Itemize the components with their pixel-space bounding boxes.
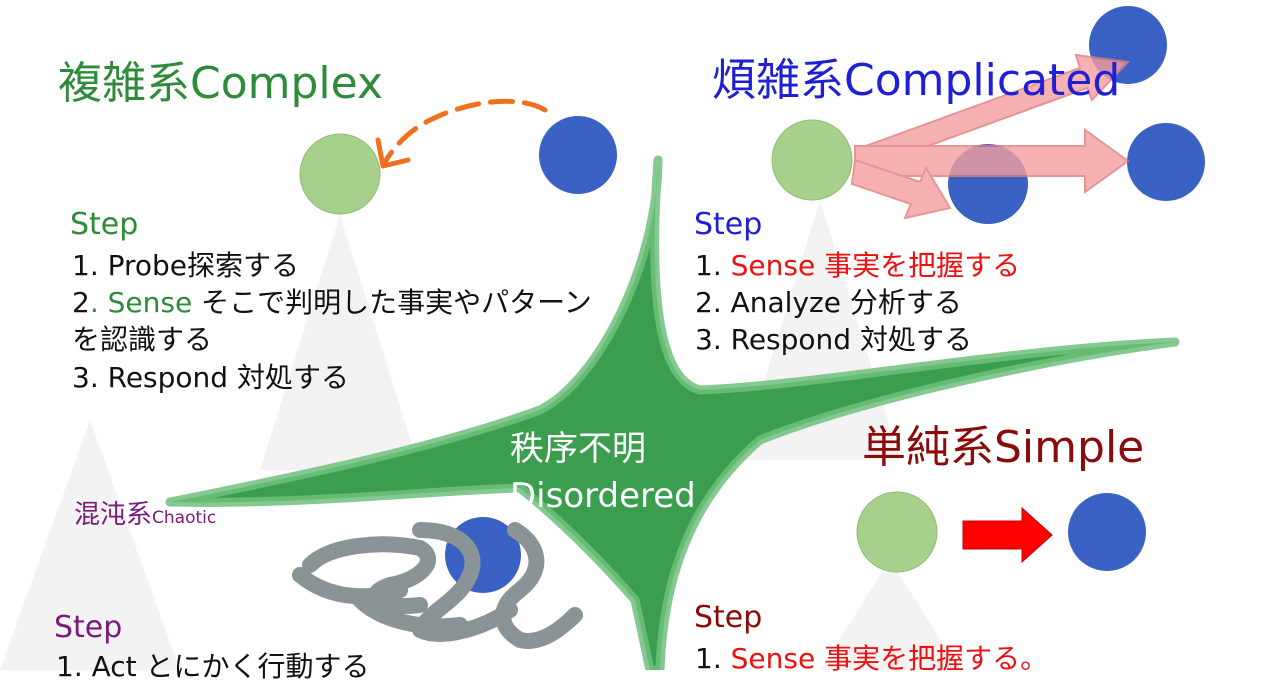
complicated-step-1-num: 1. xyxy=(695,249,731,282)
complex-step-2-rest: そこで判明した事実やパターン xyxy=(192,286,592,319)
disordered-label-en: Disordered xyxy=(510,476,696,516)
diagram-graphics xyxy=(0,6,1205,670)
complicated-title: 煩雑系Complicated xyxy=(712,55,1121,106)
simple-title: 単純系Simple xyxy=(862,422,1145,473)
disordered-label-jp: 秩序不明 xyxy=(510,429,646,469)
complex-green-circle xyxy=(299,133,381,215)
simple-step-1: 1. Sense 事実を把握する。 xyxy=(695,640,1048,677)
complex-step-2-num: 2 xyxy=(72,286,90,319)
complicated-step-1-key: Sense 事実を把握する xyxy=(730,249,1021,282)
chaotic-step-1: 1. Act とにかく行動する xyxy=(56,650,370,683)
complicated-green-circle xyxy=(771,119,853,201)
complex-arrow-head xyxy=(375,137,411,169)
complicated-step-label: Step xyxy=(694,207,763,242)
scribble-stroke-5 xyxy=(352,592,468,635)
simple-blue-circle xyxy=(1068,493,1146,571)
simple-green-circle xyxy=(856,491,938,573)
bg-triangle-4 xyxy=(820,560,960,670)
complex-step-2: 2. Sense そこで判明した事実やパターン xyxy=(72,284,592,321)
complicated-step-3: 3. Respond 対処する xyxy=(695,323,972,356)
complex-step-2-dot: . xyxy=(89,286,99,319)
chaotic-title-en: Chaotic xyxy=(152,508,217,528)
simple-step-label: Step xyxy=(694,600,763,635)
complicated-blue-circle-right xyxy=(1127,123,1205,201)
chaotic-step-label: Step xyxy=(54,610,123,645)
bg-triangle-1 xyxy=(260,215,420,470)
complicated-arrows xyxy=(850,53,1131,220)
chaotic-scribble xyxy=(292,522,583,649)
bg-triangle-3 xyxy=(0,420,180,670)
simple-red-arrow xyxy=(962,506,1053,564)
complex-blue-circle xyxy=(539,116,617,194)
simple-step-1-num: 1. xyxy=(695,642,731,675)
cynefin-diagram: 複雑系Complex Step 1. Probe探索する 2. Sense そこ… xyxy=(0,6,1205,683)
complex-title: 複雑系Complex xyxy=(58,58,383,109)
chaotic-title-jp: 混沌系 xyxy=(74,500,153,530)
complex-step-2-key: Sense xyxy=(98,286,193,319)
scribble-stroke-4 xyxy=(495,522,583,649)
complex-step-3: 3. Respond 対処する xyxy=(72,361,349,394)
chaotic-title: 混沌系Chaotic xyxy=(74,494,216,531)
complex-dashed-arrow xyxy=(382,98,548,165)
complex-step-label: Step xyxy=(70,207,139,242)
complex-step-1: 1. Probe探索する xyxy=(72,249,300,282)
disordered-center-shape xyxy=(165,155,1180,670)
simple-step-1-key: Sense 事実を把握する。 xyxy=(730,642,1049,675)
complex-step-2-cont: を認識する xyxy=(72,323,213,356)
complicated-step-1: 1. Sense 事実を把握する xyxy=(695,247,1020,284)
scribble-stroke-2 xyxy=(292,567,408,605)
complicated-arrow-lower xyxy=(850,158,952,220)
complicated-step-2: 2. Analyze 分析する xyxy=(695,286,962,319)
